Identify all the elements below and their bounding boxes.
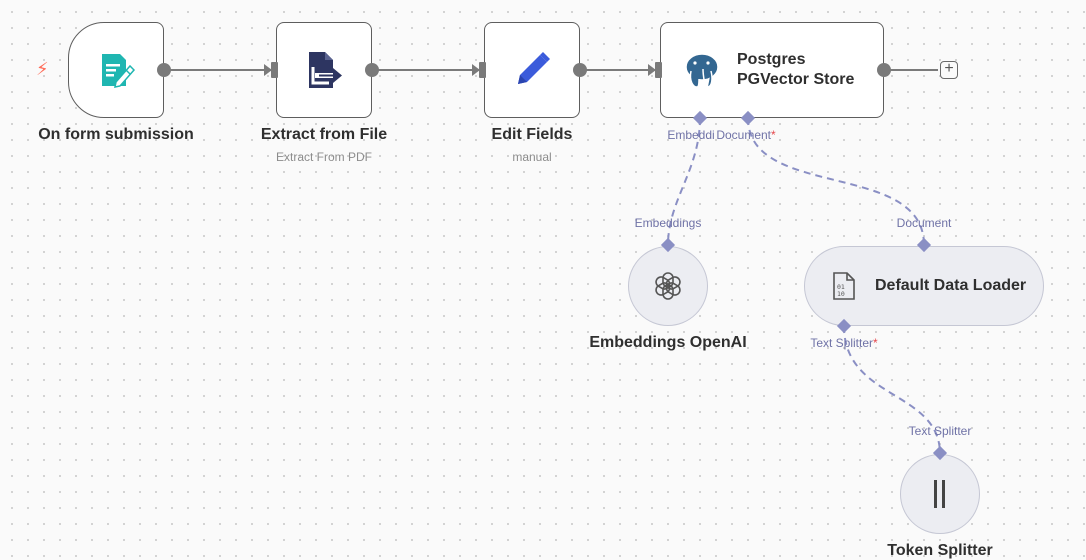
token-splitter-icon bbox=[934, 480, 945, 508]
pgvector-input-handle[interactable] bbox=[655, 62, 662, 78]
loader-splitter-port-label: Text Splitter* bbox=[810, 336, 877, 350]
pencil-icon bbox=[518, 52, 550, 84]
required-asterisk: * bbox=[873, 336, 878, 350]
node-title-pgvector-line1: Postgres bbox=[737, 51, 806, 68]
node-title-loader: Default Data Loader bbox=[875, 277, 1027, 294]
svg-text:01: 01 bbox=[837, 283, 845, 291]
form-output-handle[interactable] bbox=[157, 63, 171, 77]
arrowhead-edit bbox=[472, 64, 480, 76]
node-title-embeddings: Embeddings OpenAI bbox=[589, 334, 747, 351]
extract-output-handle[interactable] bbox=[365, 63, 379, 77]
connection-splitter-to-loader[interactable] bbox=[843, 325, 941, 455]
openai-icon bbox=[655, 272, 681, 300]
node-embeddings-openai[interactable] bbox=[628, 246, 708, 326]
arrowhead-pgvector bbox=[648, 64, 656, 76]
splitter-output-port-label: Text Splitter bbox=[908, 424, 972, 438]
extract-input-handle[interactable] bbox=[271, 62, 278, 78]
node-title-splitter: Token Splitter bbox=[887, 542, 993, 559]
form-document-pen-icon bbox=[102, 54, 136, 88]
node-title-extract: Extract from File bbox=[260, 126, 388, 143]
node-edit-fields[interactable] bbox=[484, 22, 580, 118]
add-node-button[interactable]: + bbox=[940, 61, 958, 79]
node-default-data-loader[interactable]: 01 10 Default Data Loader bbox=[804, 246, 1044, 326]
splitter-label-text: Text Splitter bbox=[810, 336, 874, 350]
node-subtitle-edit: manual bbox=[512, 150, 552, 164]
node-on-form-submission[interactable] bbox=[68, 22, 164, 118]
node-subtitle-extract: Extract From PDF bbox=[275, 150, 373, 164]
embeddings-output-port-label: Embeddings bbox=[634, 216, 702, 230]
binary-file-icon: 01 10 bbox=[833, 272, 855, 300]
document-label-text: Document bbox=[716, 128, 772, 142]
connection-loader-to-pgvector[interactable] bbox=[747, 117, 925, 246]
arrowhead-extract bbox=[264, 64, 272, 76]
trigger-bolt-icon: ⚡ bbox=[36, 59, 49, 79]
pgvector-output-handle[interactable] bbox=[877, 63, 891, 77]
pgvector-embedding-port-label: Embeddi bbox=[667, 128, 715, 142]
connection-embeddings-to-pgvector[interactable] bbox=[667, 117, 701, 246]
node-title-pgvector-line2: PGVector Store bbox=[737, 71, 855, 88]
required-asterisk: * bbox=[771, 128, 776, 142]
postgres-elephant-icon bbox=[685, 53, 719, 88]
edit-output-handle[interactable] bbox=[573, 63, 587, 77]
node-extract-from-file[interactable] bbox=[276, 22, 372, 118]
file-export-icon bbox=[309, 52, 342, 88]
edit-input-handle[interactable] bbox=[479, 62, 486, 78]
node-title-edit: Edit Fields bbox=[491, 126, 573, 143]
pgvector-document-port-label: Document* bbox=[716, 128, 775, 142]
node-postgres-pgvector-store[interactable]: Postgres PGVector Store bbox=[660, 22, 884, 118]
node-token-splitter[interactable] bbox=[900, 454, 980, 534]
svg-text:10: 10 bbox=[837, 290, 845, 298]
loader-document-port-label: Document bbox=[896, 216, 952, 230]
node-title-form: On form submission bbox=[38, 126, 194, 143]
